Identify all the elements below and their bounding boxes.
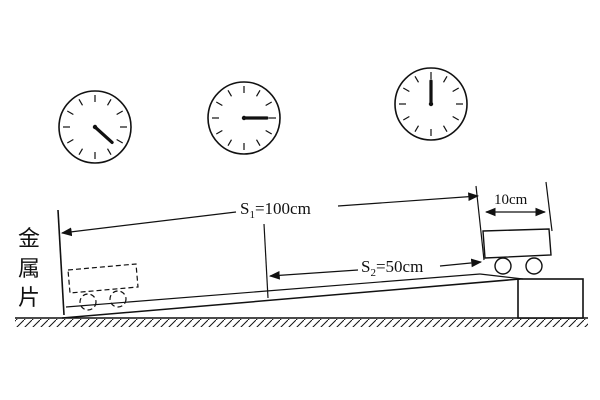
clock-tick [442, 75, 448, 83]
s2-value: =50cm [376, 257, 423, 276]
car-final-position [67, 263, 139, 311]
s2-subscript: 2 [370, 267, 376, 279]
s2-label: S2=50cm [361, 257, 423, 279]
stopwatch-middle [207, 81, 281, 155]
clock-tick [265, 129, 273, 135]
clock-tick [106, 148, 112, 156]
clock-tick [402, 87, 410, 93]
s1-value: =100cm [255, 199, 311, 218]
clock-tick [452, 115, 460, 121]
clock-tick [215, 101, 223, 107]
s2-measurement: S2=50cm [268, 257, 483, 280]
support-block [517, 278, 584, 319]
clock-tick [116, 138, 124, 144]
car-width-label: 10cm [494, 192, 528, 208]
metal-sheet-char-1: 金 [18, 227, 40, 252]
stopwatch-left [58, 90, 132, 164]
clock-tick [255, 89, 261, 97]
metal-sheet-char-2: 属 [18, 257, 40, 282]
s2-start-marker [263, 223, 269, 299]
s1-measurement: S1=100cm [60, 192, 480, 237]
clock-tick [227, 139, 233, 147]
clock-tick [265, 101, 273, 107]
incline-plane [61, 273, 524, 319]
s1-label: S1=100cm [240, 199, 311, 221]
ground [15, 317, 588, 327]
clock-pivot [92, 124, 98, 130]
clock-tick [106, 98, 112, 106]
clock-pivot [241, 115, 247, 121]
s1-subscript: 1 [249, 209, 255, 221]
clock-tick [66, 138, 74, 144]
clock-tick [414, 75, 420, 83]
clock-tick [116, 110, 124, 116]
clock-tick [402, 115, 410, 121]
clock-tick [215, 129, 223, 135]
clock-tick [78, 148, 84, 156]
clock-tick [414, 125, 420, 133]
clock-hand [93, 125, 114, 144]
clock-pivot [428, 101, 434, 107]
clock-tick [78, 98, 84, 106]
car-start-position [482, 228, 552, 275]
stopwatch-right [394, 67, 468, 141]
clock-tick [452, 87, 460, 93]
clock-tick [442, 125, 448, 133]
metal-sheet-label: 金 属 片 [18, 227, 40, 311]
metal-sheet-char-3: 片 [18, 286, 40, 311]
clock-tick [255, 139, 261, 147]
metal-sheet [57, 209, 65, 316]
clock-tick [227, 89, 233, 97]
clock-tick [66, 110, 74, 116]
